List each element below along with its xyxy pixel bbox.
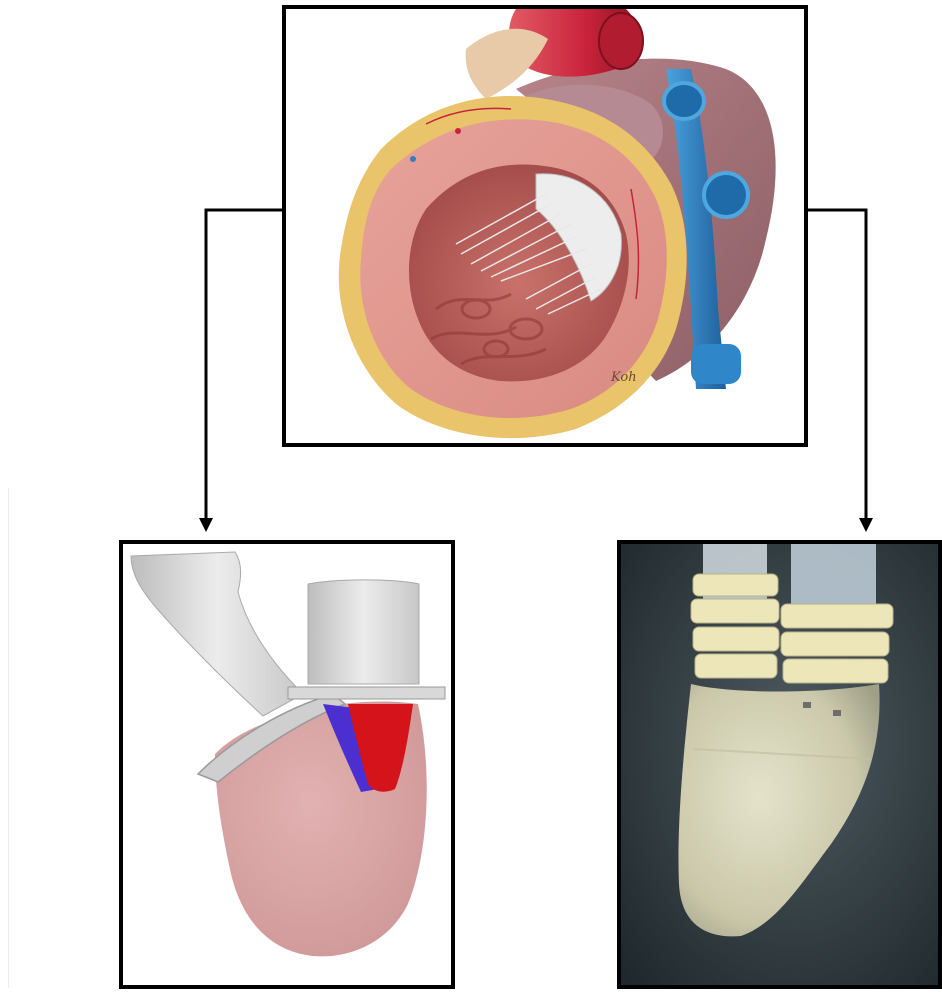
photo-tape-bands-right <box>781 604 893 683</box>
cad-straight-tube <box>308 580 419 684</box>
cad-model-ventricle <box>123 544 451 985</box>
photo-sensor-2 <box>833 710 841 716</box>
pulmonary-vein-opening-upper <box>664 83 704 119</box>
left-connector-line <box>206 210 282 520</box>
photo-sensor-1 <box>803 702 811 708</box>
right-arrowhead <box>859 518 873 532</box>
photo-right-tube <box>791 544 876 604</box>
robotic-ventricle-photo-panel <box>617 540 942 989</box>
coronary-dot <box>455 128 461 134</box>
left-arrowhead <box>199 518 213 532</box>
cad-bent-tube <box>131 552 303 716</box>
cad-flange <box>288 687 445 699</box>
inferior-vein-stub <box>691 344 741 384</box>
pulmonary-vein-opening-lower <box>704 173 748 217</box>
soft-robotic-ventricle-photo <box>621 544 938 985</box>
coronary-dot-blue <box>410 156 416 162</box>
artist-signature: Koh <box>610 370 637 385</box>
right-connector-line <box>808 210 866 520</box>
heart-cutaway-illustration: Koh <box>286 9 804 443</box>
heart-illustration-panel: Koh <box>282 5 808 447</box>
cad-model-panel <box>119 540 455 989</box>
aorta-opening <box>599 13 643 69</box>
